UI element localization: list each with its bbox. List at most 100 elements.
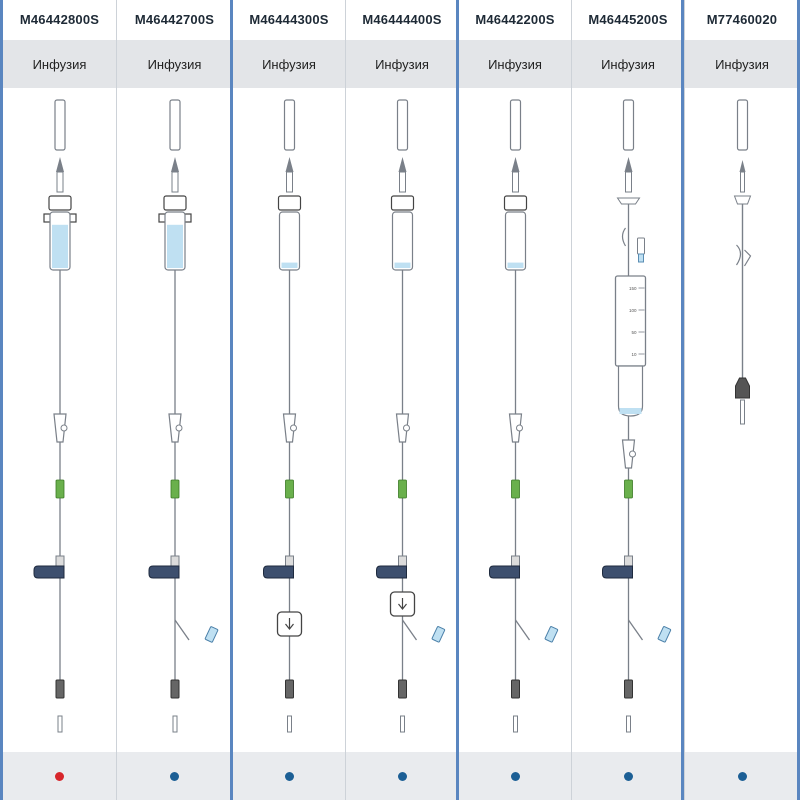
- roller-wheel: [60, 424, 68, 432]
- product-code: M77460020: [685, 0, 799, 38]
- luer-cap: [626, 715, 631, 733]
- drip-chamber: [278, 211, 301, 271]
- air-vent-filter: [638, 253, 644, 263]
- roller-wheel: [290, 424, 297, 432]
- male-luer: [398, 679, 407, 699]
- roller-clamp: [621, 439, 636, 469]
- iv-set-illustration: [733, 99, 752, 425]
- product-type-label: Инфузия: [3, 40, 116, 88]
- luer-connector: [733, 195, 752, 205]
- spike-tip: [398, 157, 407, 172]
- group-divider: [681, 0, 684, 800]
- spike-cap: [54, 99, 66, 151]
- iv-set-illustration: [33, 99, 77, 733]
- iv-set-illustration: [263, 99, 303, 733]
- injection-port: [431, 626, 446, 643]
- inline-filter: [624, 479, 633, 499]
- y-branch: [401, 619, 418, 641]
- product-code: M46445200S: [572, 0, 684, 38]
- flow-connector: [616, 197, 641, 205]
- drip-chamber-cap: [277, 195, 302, 211]
- drip-chamber-cap: [48, 195, 72, 211]
- roller-clamp: [395, 413, 410, 443]
- spike-tip: [624, 157, 633, 172]
- product-type-label: Инфузия: [346, 40, 458, 88]
- iv-set-illustration: [489, 99, 559, 733]
- drip-chamber-cap: [390, 195, 415, 211]
- product-code: M46442700S: [117, 0, 232, 38]
- injection-port: [657, 626, 672, 643]
- availability-cell: [233, 752, 345, 800]
- air-vent: [637, 237, 645, 255]
- inline-filter: [285, 479, 294, 499]
- spike: [625, 171, 632, 193]
- spike: [512, 171, 519, 193]
- spike-cap: [283, 99, 296, 151]
- roller-wheel: [629, 450, 636, 458]
- slide-clamp: [736, 244, 752, 267]
- drip-chamber: [391, 211, 414, 271]
- spike: [56, 171, 64, 193]
- spike: [171, 171, 179, 193]
- chamber-fluid: [52, 224, 68, 268]
- chamber-fluid: [167, 224, 183, 268]
- group-divider: [230, 0, 233, 800]
- scale-label: 10: [631, 352, 637, 357]
- group-divider: [797, 0, 800, 800]
- drip-chamber: [617, 365, 644, 417]
- product-type-label: Инфузия: [233, 40, 345, 88]
- injection-port: [204, 626, 219, 643]
- roller-clamp-upper: [621, 227, 627, 247]
- male-luer: [285, 679, 294, 699]
- spike: [399, 171, 406, 193]
- drip-chamber: [504, 211, 527, 271]
- chamber-fluid: [619, 408, 642, 414]
- roller-wheel: [175, 424, 183, 432]
- pinch-clamp: [489, 565, 520, 579]
- roller-clamp: [168, 413, 182, 443]
- roller-clamp: [53, 413, 67, 443]
- scale-label: 150: [629, 286, 637, 291]
- product-code: M46444400S: [346, 0, 458, 38]
- inline-filter: [55, 479, 65, 499]
- product-type-label: Инфузия: [117, 40, 232, 88]
- luer-cap: [740, 399, 745, 425]
- drip-chamber-cap: [503, 195, 528, 211]
- inline-filter: [511, 479, 520, 499]
- roller-wheel: [516, 424, 523, 432]
- availability-dot: [55, 771, 64, 781]
- availability-dot: [737, 771, 747, 781]
- pinch-clamp: [376, 565, 407, 579]
- chamber-fluid: [507, 262, 524, 268]
- availability-dot: [623, 771, 633, 781]
- product-code: M46442800S: [3, 0, 116, 38]
- iv-set-illustration: [148, 99, 219, 733]
- y-branch: [627, 619, 644, 641]
- male-luer: [735, 377, 750, 399]
- product-type-label: Инфузия: [685, 40, 799, 88]
- product-code: M46444300S: [233, 0, 345, 38]
- spike-cap: [396, 99, 409, 151]
- roller-wheel: [403, 424, 410, 432]
- pinch-clamp: [602, 565, 633, 579]
- y-branch: [514, 619, 531, 641]
- spike-tip: [511, 157, 520, 172]
- chamber-fluid: [394, 262, 411, 268]
- availability-cell: [346, 752, 458, 800]
- male-luer: [170, 679, 180, 699]
- product-type-label: Инфузия: [459, 40, 571, 88]
- inline-filter: [398, 479, 407, 499]
- inline-filter: [170, 479, 180, 499]
- spike-cap: [622, 99, 635, 151]
- chamber-fluid: [281, 262, 298, 268]
- group-divider: [0, 0, 3, 800]
- drip-chamber-cap: [163, 195, 187, 211]
- iv-set-illustration: [376, 99, 446, 733]
- flow-arrow-icon: [398, 598, 407, 610]
